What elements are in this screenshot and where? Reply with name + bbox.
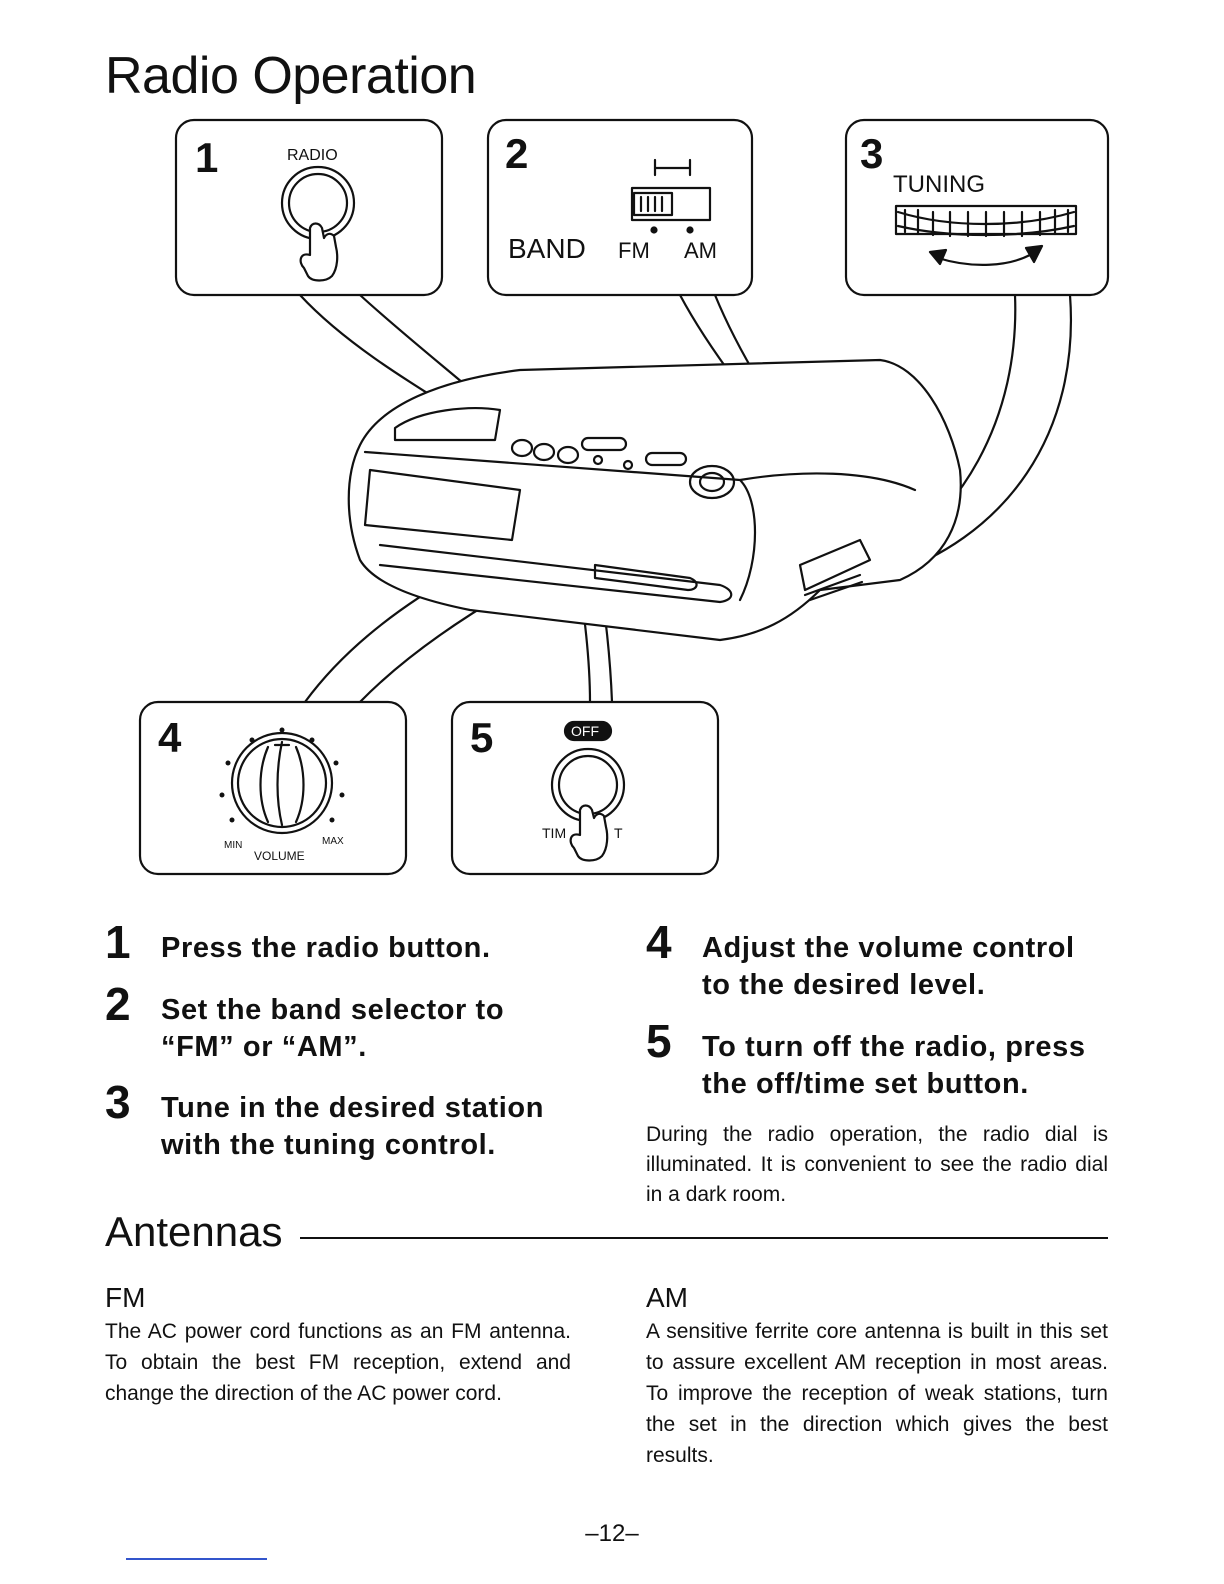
panel-4-number: 4 (158, 714, 182, 761)
panel-5-number: 5 (470, 714, 493, 761)
step-5-line-1: To turn off the radio, press (702, 1031, 1086, 1063)
panel-5-frame (450, 700, 720, 876)
clock-radio-illustration (347, 358, 962, 642)
panel-3-label: TUNING (893, 171, 985, 198)
tuning-arrow-icon (936, 250, 1037, 266)
step-1: 1 Press the radio button. (105, 919, 575, 970)
am-heading: AM (646, 1282, 688, 1313)
footer-link-underline[interactable] (126, 1558, 267, 1560)
antennas-heading: Antennas (105, 1208, 283, 1255)
panel-2-option-am: AM (684, 238, 717, 263)
panel-2-number: 2 (505, 130, 528, 177)
panel-1-frame (174, 118, 444, 297)
section-divider (300, 1237, 1108, 1239)
step-5-line-2: the off/time set button. (702, 1068, 1029, 1100)
step-3-number: 3 (105, 1076, 132, 1128)
panel-5-t-label: T (614, 825, 623, 841)
step-3-line-1: Tune in the desired station (161, 1092, 545, 1124)
panel-5-off-label: OFF (571, 723, 599, 739)
step-1-text: Press the radio button. (161, 932, 491, 964)
step-5-number: 5 (646, 1015, 673, 1067)
band-selector-icon (630, 186, 712, 222)
fm-heading: FM (105, 1282, 146, 1313)
band-range-icon (653, 158, 692, 177)
step-4: 4 Adjust the volume control to the desir… (646, 919, 1116, 1010)
step-2-line-2: “FM” or “AM”. (161, 1031, 367, 1063)
step-4-line-2: to the desired level. (702, 969, 986, 1001)
step-4-line-1: Adjust the volume control (702, 932, 1075, 964)
off-badge-icon (563, 720, 613, 742)
panel-1-number: 1 (195, 134, 218, 181)
pressing-finger-icon-2 (569, 804, 609, 862)
panel-4-label: VOLUME (254, 849, 305, 863)
pressing-finger-icon (299, 222, 339, 282)
panel-4-min-label: MIN (224, 840, 242, 851)
step-2-line-1: Set the band selector to (161, 994, 505, 1026)
step-4-number: 4 (646, 916, 673, 968)
step-3-line-2: with the tuning control. (161, 1129, 496, 1161)
panel-4-max-label: MAX (322, 836, 344, 847)
panel-5-tim-label: TIM (542, 825, 566, 841)
panel-1-label: RADIO (287, 147, 338, 164)
panel-2-label: BAND (508, 233, 586, 264)
panel-4-frame (138, 700, 408, 876)
page-number: –12– (585, 1520, 639, 1547)
page-title: Radio Operation (105, 47, 477, 105)
radio-operation-diagram: 1 RADIO 2 BAND FM AM 3 TUNING 4 VOLUME M… (138, 118, 1110, 876)
step-5: 5 To turn off the radio, press the off/t… (646, 1018, 1116, 1109)
panel-3-frame (844, 118, 1110, 297)
step-2: 2 Set the band selector to “FM” or “AM”. (105, 981, 575, 1072)
panel-2-frame (486, 118, 754, 297)
am-body: A sensitive ferrite core antenna is buil… (646, 1320, 1108, 1467)
step-1-number: 1 (105, 916, 132, 968)
step-3: 3 Tune in the desired station with the t… (105, 1079, 585, 1170)
panel-3-number: 3 (860, 130, 883, 177)
volume-dial-icon (230, 731, 334, 835)
fm-body: The AC power cord functions as an FM ant… (105, 1320, 571, 1405)
illumination-note: During the radio operation, the radio di… (646, 1123, 1108, 1206)
panel-2-option-fm: FM (618, 238, 650, 263)
step-2-number: 2 (105, 978, 132, 1030)
